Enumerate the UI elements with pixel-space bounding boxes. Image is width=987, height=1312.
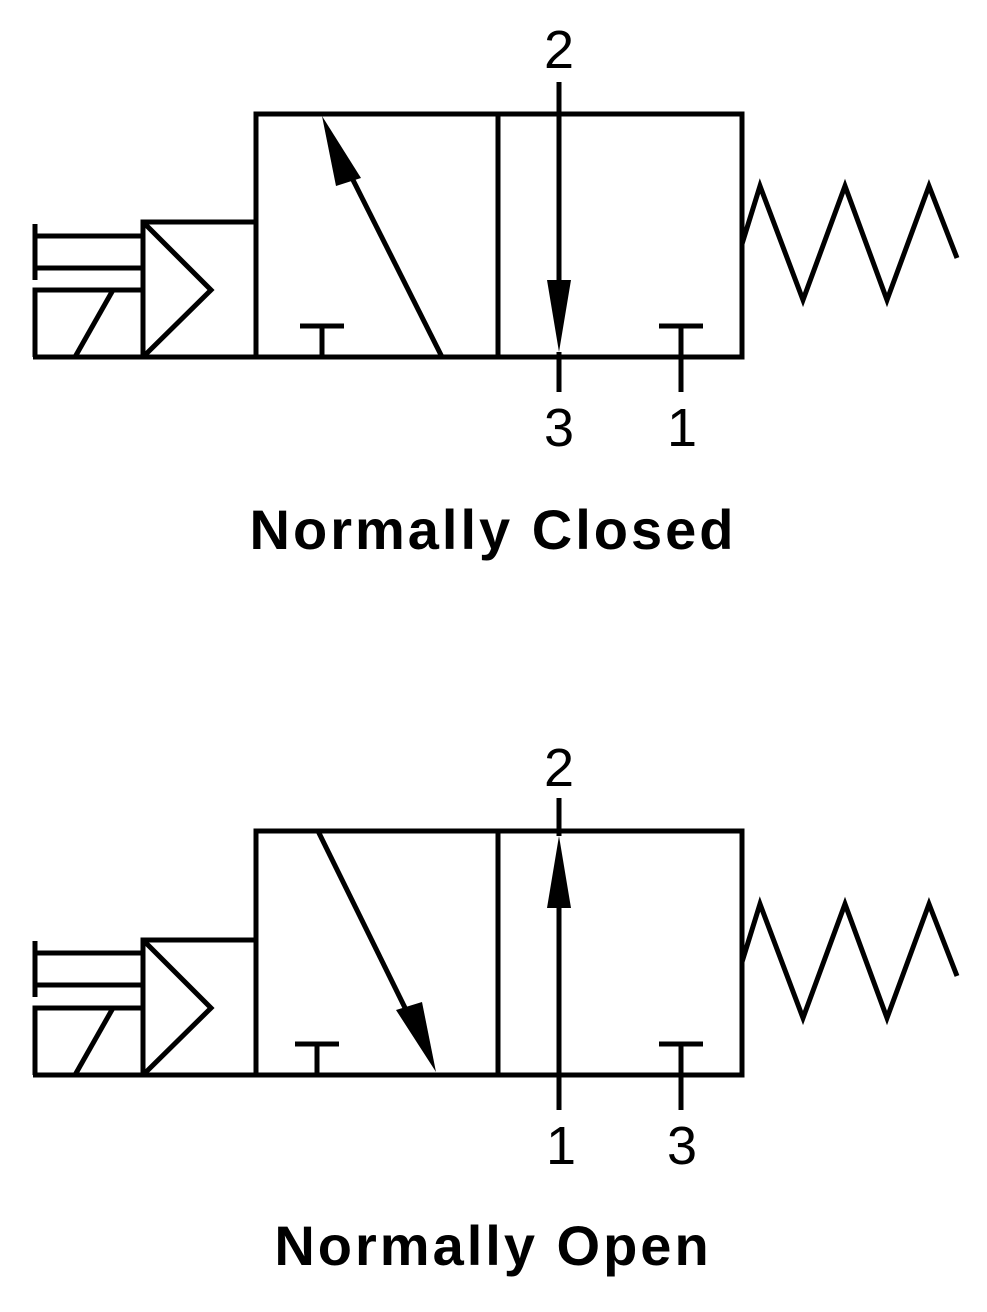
blocked-port-left bbox=[295, 1041, 339, 1075]
port-label-bottom-center: 1 bbox=[546, 1116, 576, 1176]
pilot-triangle bbox=[140, 219, 255, 359]
flow-arrow-diagonal bbox=[322, 116, 445, 359]
valve-envelope-right bbox=[495, 111, 745, 360]
port-label-bottom-center: 3 bbox=[544, 398, 574, 458]
flow-arrow-vertical bbox=[547, 82, 571, 392]
return-spring bbox=[739, 896, 960, 1026]
blocked-port-right bbox=[659, 323, 703, 392]
valve-envelope-right bbox=[495, 828, 745, 1078]
return-spring bbox=[739, 178, 960, 308]
port-label-bottom-right: 3 bbox=[667, 1116, 697, 1176]
solenoid-actuator bbox=[32, 941, 143, 1077]
flow-arrow-vertical bbox=[547, 798, 571, 1110]
blocked-port-right bbox=[659, 1041, 703, 1110]
solenoid-actuator bbox=[32, 224, 143, 359]
valve-normally-open: 2 1 3 Normally Open bbox=[32, 738, 960, 1277]
pilot-triangle bbox=[140, 937, 255, 1077]
flow-arrow-diagonal bbox=[315, 829, 436, 1072]
port-label-top: 2 bbox=[544, 20, 574, 80]
port-label-top: 2 bbox=[544, 738, 574, 798]
caption-normally-closed: Normally Closed bbox=[250, 498, 737, 561]
blocked-port-left bbox=[300, 323, 344, 357]
port-label-bottom-right: 1 bbox=[667, 398, 697, 458]
caption-normally-open: Normally Open bbox=[274, 1214, 711, 1277]
valve-envelope-left bbox=[253, 111, 501, 360]
valve-normally-closed: 2 3 1 Normally Closed bbox=[32, 20, 960, 561]
